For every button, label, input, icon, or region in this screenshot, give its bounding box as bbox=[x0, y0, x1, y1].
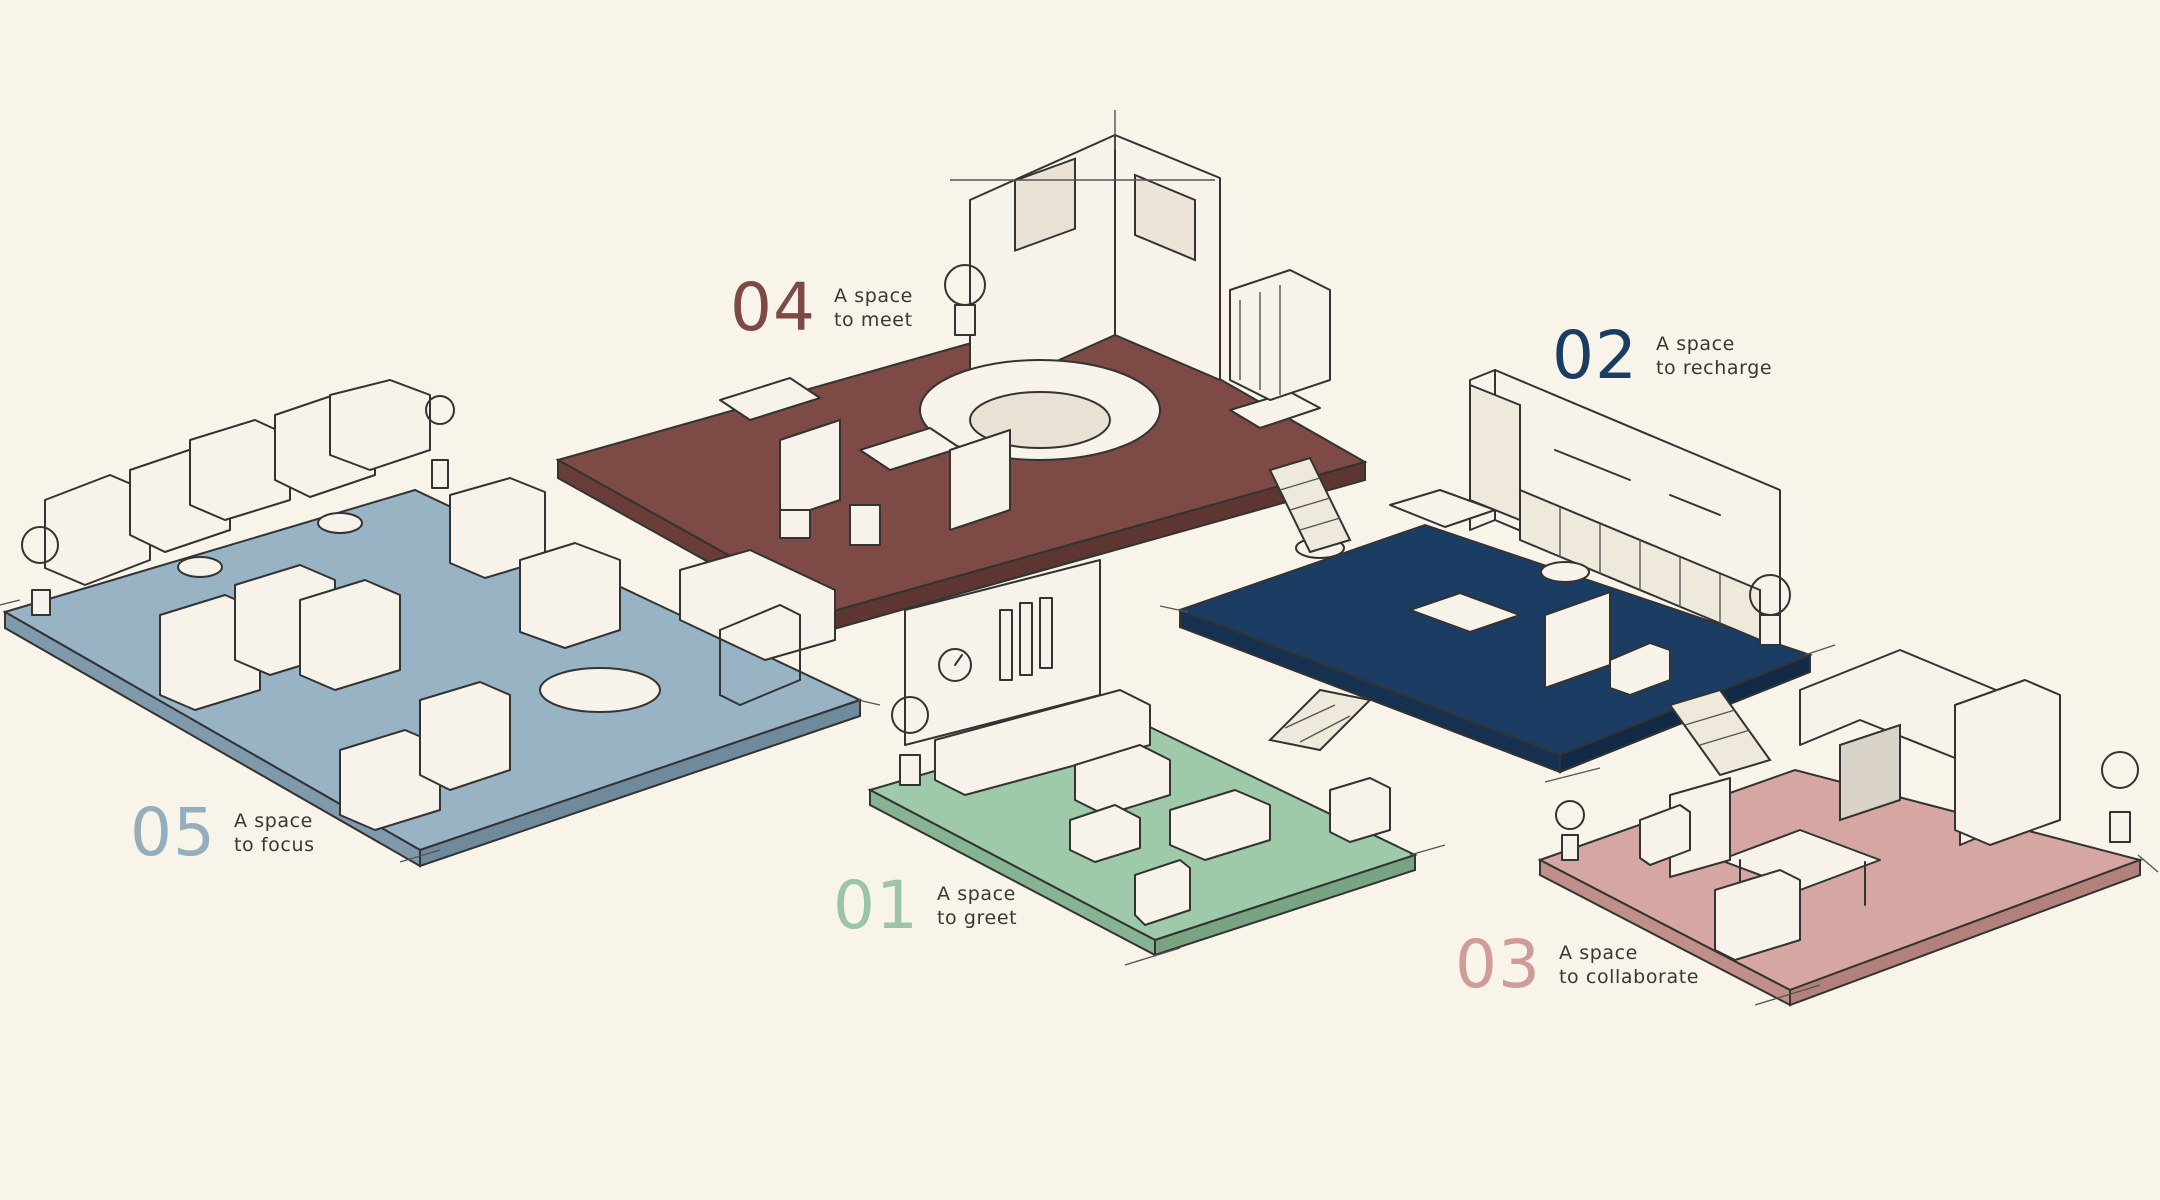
zone-caption-line1: A space bbox=[233, 810, 313, 832]
guide-lines bbox=[0, 599, 2159, 1006]
stairs-upper bbox=[1268, 456, 1352, 554]
zone-caption-line2: to greet bbox=[936, 907, 1018, 929]
zone-number-greet: 01 bbox=[833, 867, 919, 944]
zone-caption-recharge: A space to recharge bbox=[1656, 332, 1772, 380]
zone-caption-line2: to focus bbox=[233, 834, 315, 856]
zone-label-meet: 04 A space to meet bbox=[730, 275, 913, 341]
zone-caption-collaborate: A space to collaborate bbox=[1559, 941, 1699, 989]
zone-caption-line2: to collaborate bbox=[1558, 966, 1700, 988]
zone-number-collaborate: 03 bbox=[1455, 926, 1541, 1003]
zone-caption-line1: A space bbox=[833, 285, 913, 307]
floor-focus bbox=[2, 379, 863, 868]
floor-collaborate bbox=[1537, 649, 2144, 1007]
zone-number-recharge: 02 bbox=[1552, 317, 1638, 394]
zone-number-focus: 05 bbox=[130, 794, 216, 871]
zone-number-meet: 04 bbox=[730, 269, 816, 346]
zone-label-collaborate: 03 A space to collaborate bbox=[1455, 932, 1699, 998]
zone-label-recharge: 02 A space to recharge bbox=[1552, 323, 1772, 389]
floor-meet bbox=[555, 110, 1368, 632]
stairs-lower bbox=[1668, 688, 1772, 777]
zone-caption-line1: A space bbox=[1655, 333, 1735, 355]
floor-recharge bbox=[1177, 369, 1813, 774]
zone-label-focus: 05 A space to focus bbox=[130, 800, 315, 866]
zone-caption-line1: A space bbox=[936, 883, 1016, 905]
zone-caption-line1: A space bbox=[1558, 942, 1638, 964]
zone-label-greet: 01 A space to greet bbox=[833, 873, 1017, 939]
zone-caption-line2: to recharge bbox=[1655, 357, 1773, 379]
zone-caption-meet: A space to meet bbox=[834, 284, 913, 332]
zone-caption-line2: to meet bbox=[833, 309, 913, 331]
zone-caption-focus: A space to focus bbox=[234, 809, 315, 857]
floor-greet bbox=[867, 559, 1418, 957]
zone-caption-greet: A space to greet bbox=[937, 882, 1017, 930]
stairs-middle bbox=[1267, 688, 1373, 752]
